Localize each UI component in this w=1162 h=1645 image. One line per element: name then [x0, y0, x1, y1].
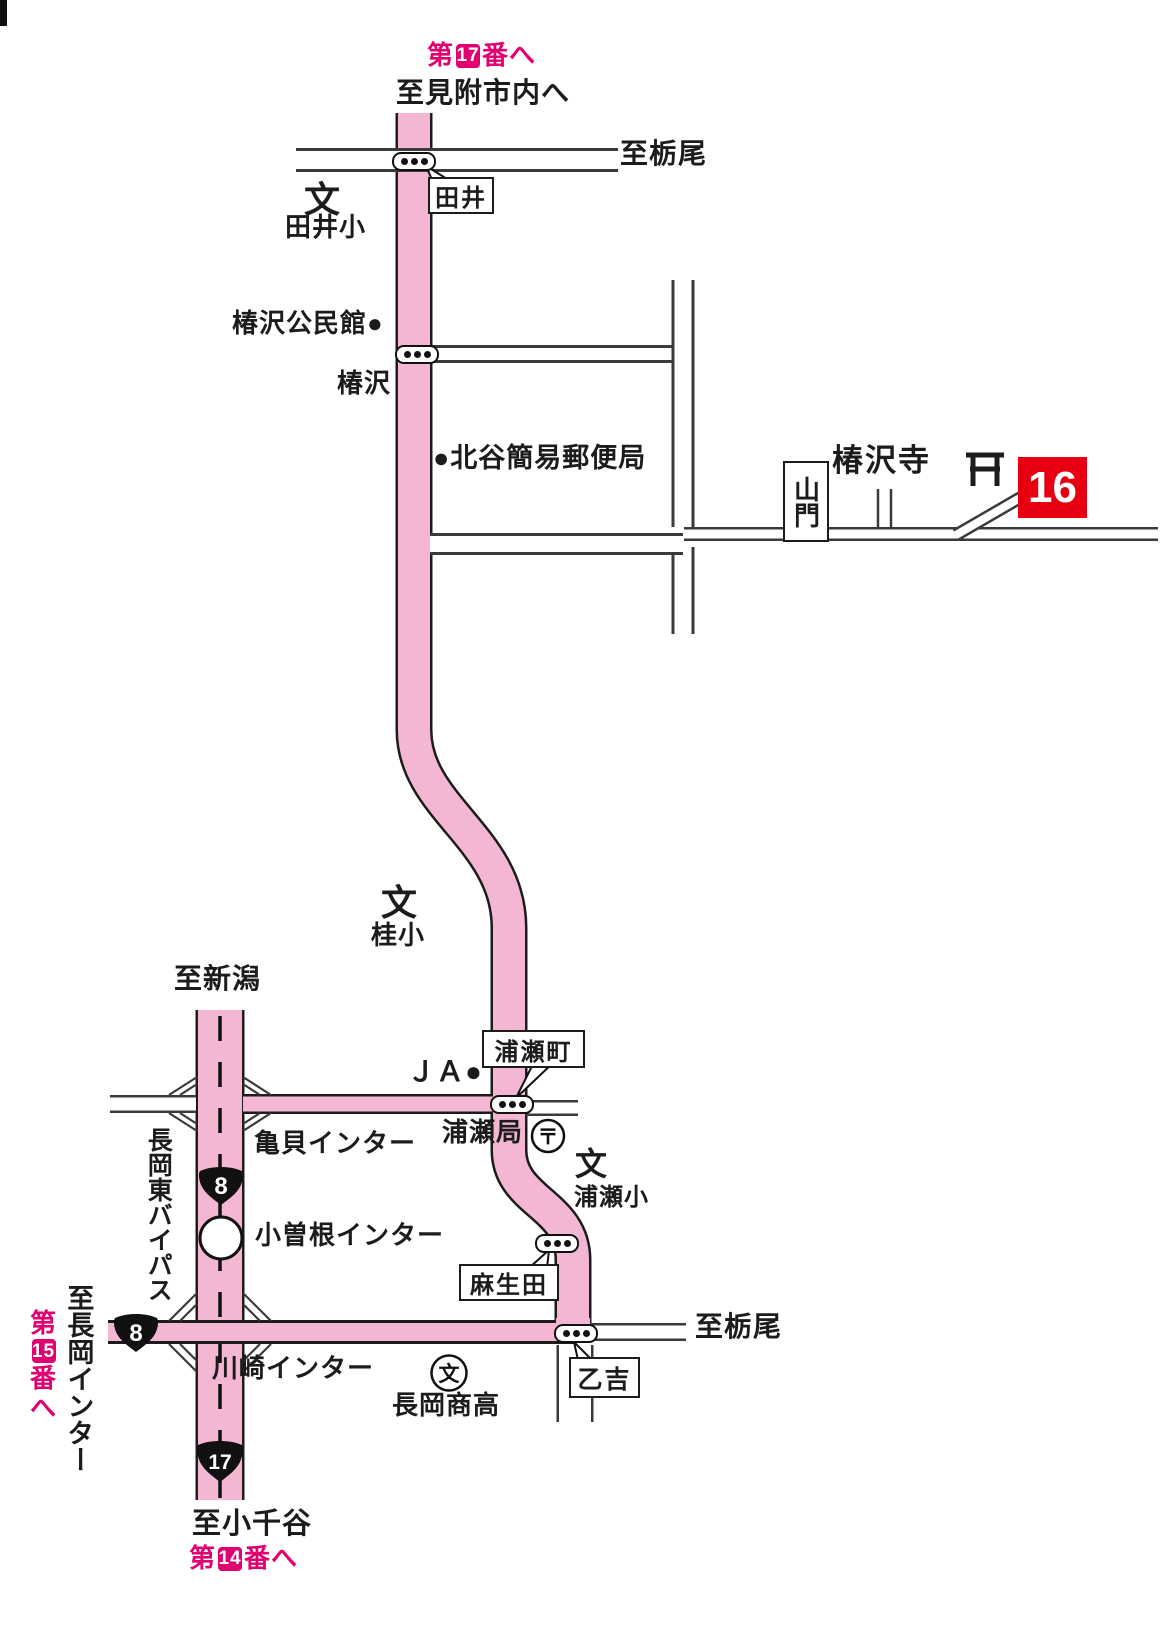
kamegai-interchange-ramps — [168, 1076, 272, 1132]
katsura-school-icon: 文 — [381, 882, 419, 923]
tai-intersection-box: 田井 — [428, 177, 494, 214]
kamegai-ic-label: 亀貝インター — [254, 1128, 417, 1158]
scan-artifact — [0, 0, 7, 26]
nagaoka-shoko-label: 長岡商高 — [392, 1390, 501, 1420]
tsubakizawa-temple-label: 椿沢寺 — [832, 443, 931, 478]
highschool-icon: 文 — [430, 1354, 468, 1392]
traffic-signal-tai — [392, 152, 436, 171]
tai-school-label: 田井小 — [285, 212, 367, 242]
to-ojiya-label: 至小千谷 — [192, 1508, 313, 1540]
traffic-signal-otoyoshi — [554, 1324, 598, 1343]
katsura-school-label: 桂小 — [371, 920, 426, 950]
prev-temple-suffix: 番へ — [244, 1543, 299, 1573]
svg-text:文: 文 — [439, 1362, 461, 1386]
urase-school-label: 浦瀬小 — [574, 1184, 649, 1211]
next-temple-17-heading: 第 17 番へ — [427, 40, 537, 70]
asoda-intersection-box: 麻生田 — [459, 1264, 559, 1301]
tai-school-icon: 文 — [304, 179, 342, 220]
to-mitsuke-label: 至見附市内へ — [396, 77, 571, 108]
torii-icon — [966, 452, 1004, 486]
next-temple-suffix: 番へ — [482, 40, 537, 70]
route8-shield: 8 — [198, 1167, 244, 1205]
traffic-signal-urase — [490, 1095, 534, 1114]
temple-15-chip: 15 — [31, 1339, 56, 1364]
prev-temple-prefix: 第 — [189, 1543, 217, 1573]
temple-14-chip: 14 — [218, 1546, 243, 1571]
kosone-ic-label: 小曽根インター — [255, 1220, 445, 1250]
kosone-interchange-circle — [198, 1215, 244, 1261]
svg-text:8: 8 — [214, 1173, 227, 1200]
bypass-name-label: 長岡東バイパス — [144, 1127, 173, 1302]
route17-shield: 17 — [196, 1441, 244, 1482]
temple-15-prefix: 第 — [30, 1308, 58, 1338]
urase-school-icon: 文 — [575, 1146, 609, 1182]
community-hall-label: 椿沢公民館● — [232, 308, 384, 338]
traffic-signal-asoda — [535, 1234, 579, 1253]
kitadani-post-label: ●北谷簡易郵便局 — [433, 443, 647, 473]
svg-text:17: 17 — [208, 1451, 231, 1474]
route8-shield-south: 8 — [113, 1314, 159, 1352]
urasemachi-intersection-box: 浦瀬町 — [482, 1030, 585, 1068]
prev-temple-14-heading: 第 14 番へ — [189, 1543, 299, 1573]
post-office-icon: 〒 — [530, 1118, 566, 1154]
to-niigata-label: 至新潟 — [174, 963, 262, 994]
kawasaki-ic-label: 川崎インター — [212, 1353, 375, 1383]
temple-15-suffix1: 番 — [30, 1363, 58, 1394]
sanmon-box: 山門 — [783, 461, 829, 542]
otoyoshi-intersection-box: 乙吉 — [569, 1357, 640, 1398]
temple-16-marker: 16 — [1018, 457, 1087, 518]
ja-label: ＪＡ● — [407, 1056, 483, 1087]
traffic-signal-tsubakizawa — [395, 345, 439, 364]
svg-text:8: 8 — [129, 1320, 142, 1347]
tsubakizawa-label: 椿沢 — [337, 368, 392, 398]
temple-17-chip: 17 — [456, 43, 481, 68]
temple-gate-path — [876, 489, 893, 528]
temple-15-suffix2: へ — [30, 1392, 58, 1423]
temple-15-heading: 第 15 番 へ — [30, 1308, 58, 1423]
urase-post-label: 浦瀬局 — [442, 1117, 524, 1147]
to-nagaoka-ic-label: 至長岡インター — [63, 1284, 94, 1473]
svg-text:〒: 〒 — [538, 1126, 559, 1149]
to-tochio-top-label: 至栃尾 — [620, 138, 708, 169]
next-temple-prefix: 第 — [427, 40, 455, 70]
kawasaki-interchange-ramps — [168, 1292, 272, 1373]
to-tochio-bottom-label: 至栃尾 — [695, 1311, 783, 1342]
